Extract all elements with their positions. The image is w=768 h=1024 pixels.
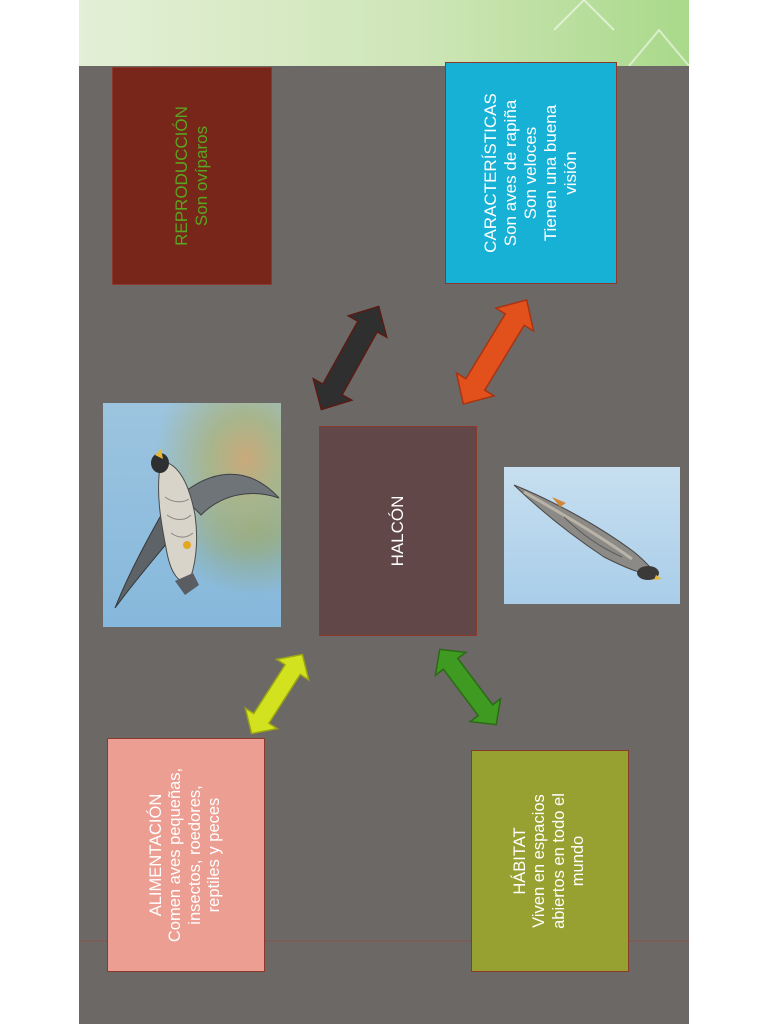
caracteristicas-title: CARACTERÍSTICAS (480, 93, 500, 253)
chevron-decoration-icon (553, 0, 615, 31)
reproduccion-line: Son ovíparos (192, 125, 211, 227)
reproduccion-box: REPRODUCCIÓN Son ovíparos (112, 67, 272, 285)
alimentacion-title: ALIMENTACIÓN (147, 793, 166, 917)
falcon-bird-icon (513, 484, 662, 580)
falcon-bird-icon (114, 449, 280, 609)
caracteristicas-line: Son aves de rapiña (500, 99, 520, 247)
caracteristicas-line: visión (561, 151, 581, 195)
arrow-caracteristicas (455, 298, 535, 406)
caracteristicas-line: Son veloces (520, 126, 540, 220)
falcon-diving-photo (504, 467, 680, 604)
alimentacion-box: ALIMENTACIÓN Comen aves pequeñas, insect… (107, 738, 265, 972)
habitat-line: Viven en espacios (530, 794, 549, 928)
reproduccion-title: REPRODUCCIÓN (171, 106, 191, 246)
divider-line (79, 940, 689, 942)
alimentacion-line: Comen aves pequeñas, (166, 767, 185, 943)
alimentacion-line: insectos, roedores, (186, 785, 204, 925)
habitat-line: abiertos en todo el (550, 793, 568, 929)
center-label: HALCÓN (387, 495, 407, 567)
habitat-line: mundo (569, 835, 588, 887)
arrow-alimentacion (244, 653, 310, 735)
falcon-gliding-photo (103, 403, 281, 627)
alimentacion-line: reptiles y peces (205, 797, 224, 913)
caracteristicas-line: Tienen una buena (541, 104, 561, 242)
center-box: HALCÓN (319, 426, 477, 636)
arrow-habitat (434, 648, 502, 726)
slide: REPRODUCCIÓN Son ovíparos CARACTERÍSTICA… (79, 0, 689, 1024)
habitat-box: HÁBITAT Viven en espacios abiertos en to… (471, 750, 629, 972)
caracteristicas-box: CARACTERÍSTICAS Son aves de rapiña Son v… (445, 62, 617, 284)
chevron-decoration-icon (628, 28, 689, 66)
habitat-title: HÁBITAT (511, 827, 530, 895)
top-gradient-band (79, 0, 689, 66)
arrow-reproduccion (312, 305, 388, 411)
arrows-layer (244, 298, 535, 735)
